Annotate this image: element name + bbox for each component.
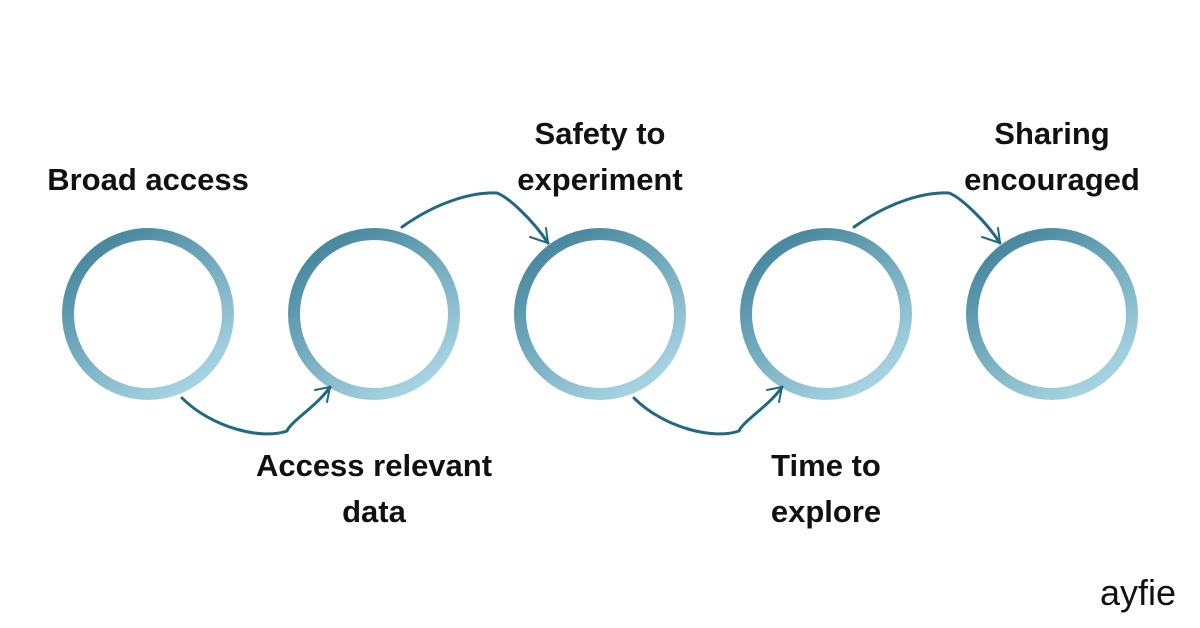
step-label-safety-to-experiment: Safety to experiment <box>517 116 683 197</box>
arrow-bottom-1 <box>180 385 332 436</box>
step-label-sharing-encouraged: Sharing encouraged <box>964 116 1140 197</box>
step-ring-2 <box>288 228 460 400</box>
step-ring-5 <box>966 228 1138 400</box>
ayfie-logo: ayfie <box>1100 572 1177 613</box>
arrow-bottom-2 <box>632 385 784 436</box>
step-label-time-to-explore: Time to explore <box>770 448 882 529</box>
step-ring-4 <box>740 228 912 400</box>
arrow-top-1 <box>400 191 550 245</box>
arrow-top-2 <box>852 191 1002 245</box>
step-ring-1 <box>62 228 234 400</box>
step-ring-3 <box>514 228 686 400</box>
step-label-broad-access: Broad access <box>47 162 249 197</box>
step-label-access-relevant-data: Access relevant data <box>255 448 493 529</box>
